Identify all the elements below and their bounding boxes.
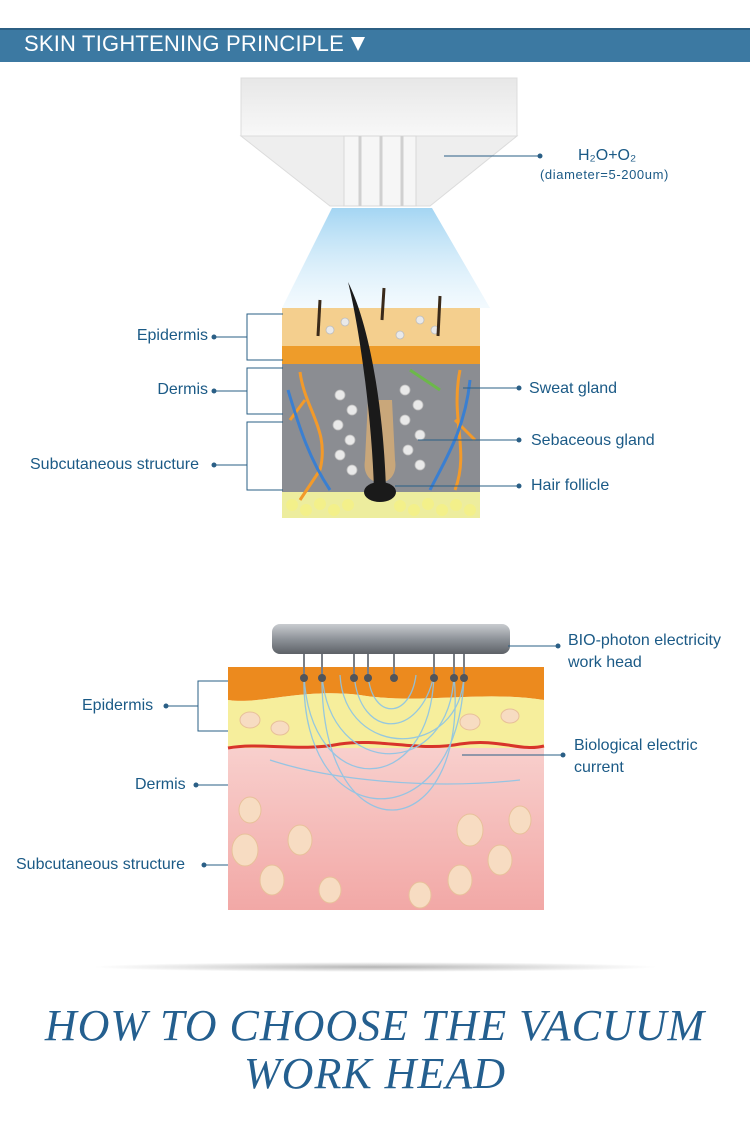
mist-spray [282,208,490,308]
droplet-diameter-label: (diameter=5-200um) [540,167,669,182]
section-header-bar [0,28,750,62]
leader-lines-1 [216,155,540,491]
spray-nozzle [239,77,519,207]
work-head-label-line2: work head [568,654,642,671]
electric-current-label-line2: current [574,759,624,776]
epidermis-label-2: Epidermis [82,697,154,714]
subcutaneous-structure-label: Subcutaneous structure [30,456,199,473]
heading-line-1: HOW TO CHOOSE THE VACUUM [44,1001,706,1050]
hair-follicle-label: Hair follicle [531,477,610,494]
dermis-label: Dermis [157,381,208,398]
epidermis-label: Epidermis [136,327,208,344]
electric-current-label-line1: Biological electric [574,737,698,754]
skin-cross-section-1 [282,282,480,518]
subcutaneous-structure-label-2: Subcutaneous structure [16,856,185,873]
vacuum-work-head-heading: HOW TO CHOOSE THE VACUUM WORK HEAD [0,1002,750,1098]
sebaceous-gland-label: Sebaceous gland [531,432,655,449]
heading-line-2: WORK HEAD [244,1049,506,1098]
work-head-label-line1: BIO-photon electricity [568,632,721,649]
divider-shadow [90,962,660,972]
dermis-label-2: Dermis [135,776,186,793]
triangle-down-icon [351,37,365,51]
skin-cross-section-2 [227,667,545,910]
bio-photon-work-head [272,624,510,682]
section-title: SKIN TIGHTENING PRINCIPLE [24,31,344,56]
sweat-gland-label: Sweat gland [529,380,618,397]
leader-lines-2 [168,645,563,866]
water-oxygen-formula-label: H₂O+O₂ [578,147,637,164]
